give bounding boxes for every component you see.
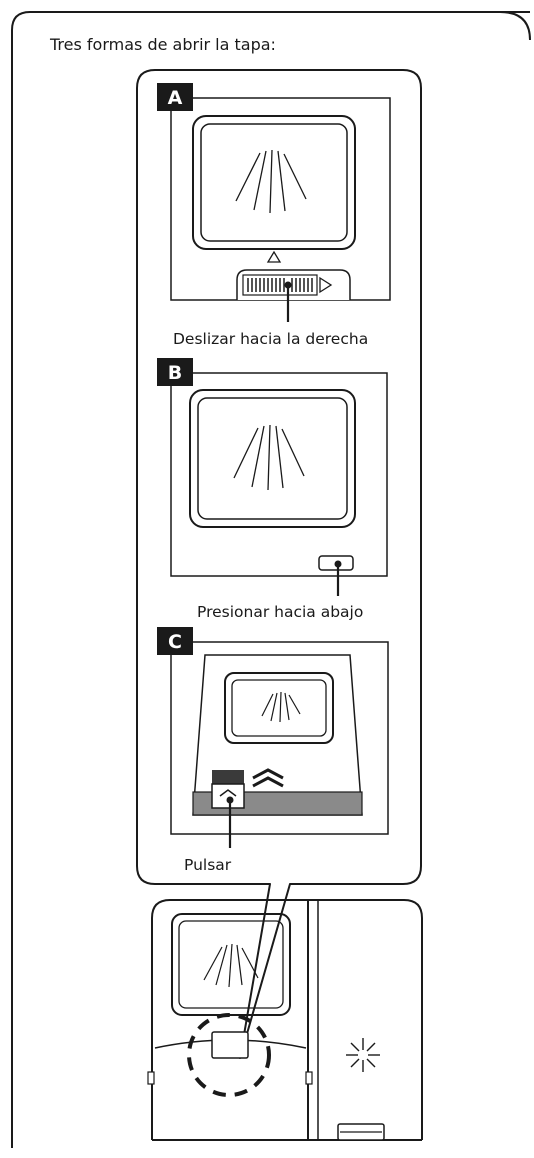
lid-latch bbox=[211, 1031, 249, 1059]
reflection-lines-b bbox=[233, 424, 305, 491]
caption-b: Presionar hacia abajo bbox=[197, 603, 363, 621]
dispenser-window-c bbox=[224, 672, 334, 744]
dispenser-window-b bbox=[189, 389, 356, 528]
slide-arrow-right-icon bbox=[319, 276, 333, 294]
outer-frame bbox=[11, 11, 530, 1148]
callout-bubble bbox=[136, 69, 422, 1059]
reflection-lines-overview bbox=[203, 943, 259, 988]
dispenser-overview bbox=[147, 899, 423, 1141]
badge-a bbox=[157, 83, 193, 111]
push-button-top bbox=[212, 770, 244, 784]
reflection-lines-c bbox=[261, 691, 301, 723]
panel-a: A bbox=[157, 83, 391, 348]
highlight-circle bbox=[187, 1013, 271, 1097]
reflection-lines-a bbox=[235, 149, 307, 214]
caption-c: Pulsar bbox=[184, 856, 232, 874]
panel-b: B Presionar hacia abajo bbox=[157, 358, 388, 621]
panel-c: C Pulsar bbox=[157, 627, 389, 874]
double-chevron-up-icon bbox=[252, 768, 284, 788]
badge-c-label: C bbox=[168, 631, 182, 653]
badge-c bbox=[157, 627, 193, 655]
triangle-marker-a bbox=[266, 250, 282, 263]
badge-b bbox=[157, 358, 193, 386]
sparkle-icon bbox=[346, 1038, 380, 1072]
dispenser-window-overview bbox=[171, 913, 291, 1016]
badge-a-label: A bbox=[168, 87, 183, 109]
caption-a: Deslizar hacia la derecha bbox=[173, 330, 368, 348]
push-button-c bbox=[211, 783, 245, 809]
slider-ridges bbox=[247, 278, 313, 292]
diagram-title: Tres formas de abrir la tapa: bbox=[49, 35, 276, 54]
badge-b-label: B bbox=[168, 362, 182, 384]
dispenser-window-a bbox=[192, 115, 356, 250]
